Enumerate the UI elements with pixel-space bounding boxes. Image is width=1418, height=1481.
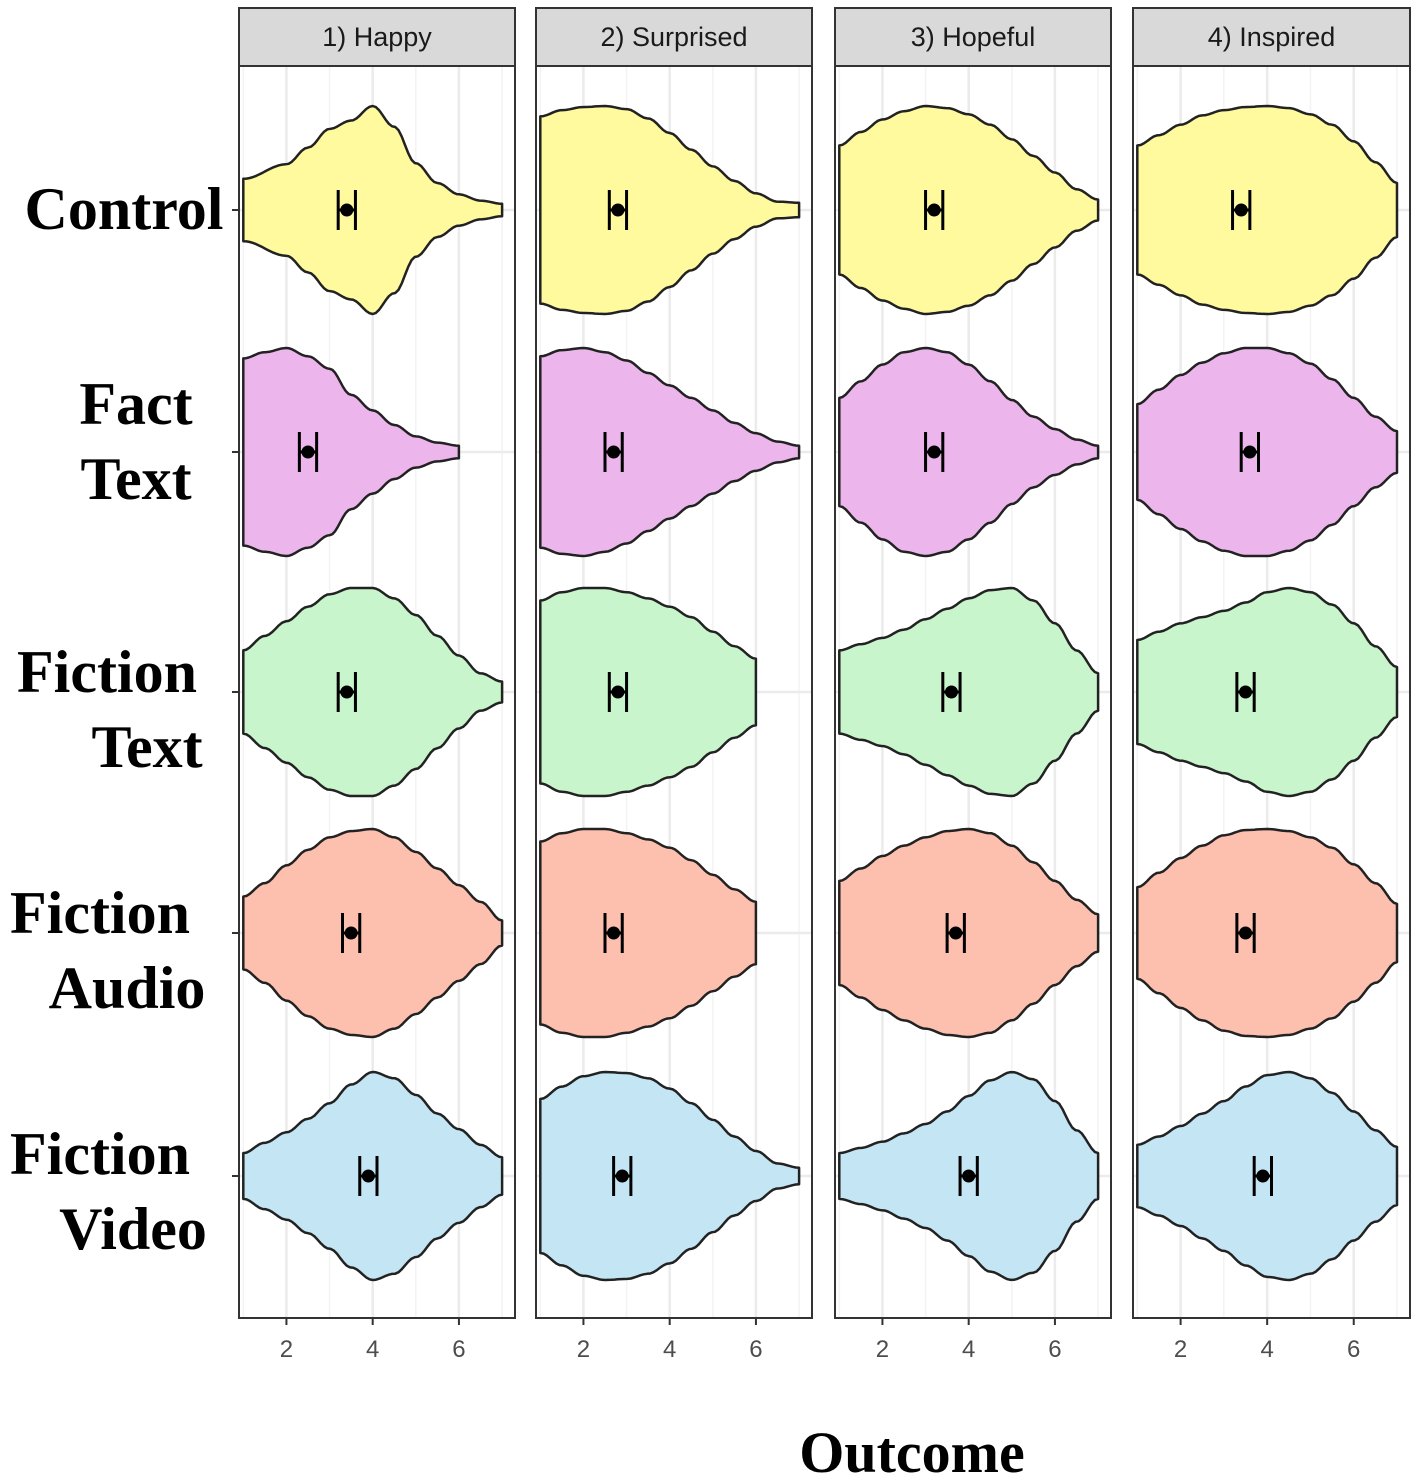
- mean-point: [927, 203, 941, 217]
- row-label-line: Video: [59, 1196, 207, 1262]
- x-tick-label: 4: [962, 1336, 975, 1363]
- mean-point: [962, 1169, 976, 1183]
- violin-2-2: [539, 346, 801, 558]
- mean-point: [1239, 685, 1253, 699]
- errorbar-3-5: [958, 1156, 979, 1196]
- row-label-line: Fact: [79, 371, 192, 437]
- row-label-line: Control: [25, 176, 224, 242]
- errorbar-2-4: [603, 913, 624, 953]
- violin-1-3: [242, 586, 504, 798]
- errorbar-1-2: [297, 432, 319, 472]
- errorbar-1-1: [336, 190, 357, 230]
- x-tick-label: 4: [663, 1336, 676, 1363]
- violin-2-4: [539, 827, 758, 1039]
- errorbar-2-3: [607, 672, 629, 712]
- row-label-line: Text: [80, 446, 191, 512]
- violin-3-4: [838, 827, 1100, 1039]
- facet-strip: [1132, 7, 1411, 67]
- mean-point: [615, 1169, 629, 1183]
- x-tick-label: 6: [1048, 1336, 1061, 1363]
- mean-point: [1234, 203, 1248, 217]
- errorbar-4-3: [1235, 672, 1256, 712]
- mean-point: [607, 926, 621, 940]
- errorbar-1-4: [341, 913, 362, 953]
- mean-point: [949, 926, 963, 940]
- mean-point: [1243, 445, 1257, 459]
- facet-label: 2) Surprised: [600, 22, 747, 52]
- errorbar-3-4: [945, 913, 966, 953]
- errorbar-1-5: [358, 1156, 379, 1196]
- x-tick-label: 6: [452, 1336, 465, 1363]
- x-axis-title: Outcome: [799, 1420, 1025, 1481]
- violin-4-1: [1136, 104, 1399, 316]
- panel-2: 2) Surprised 2 4 6: [535, 7, 813, 1363]
- violin-2-1: [539, 104, 801, 316]
- facet-label: 4) Inspired: [1208, 22, 1336, 52]
- errorbar-4-2: [1239, 432, 1261, 472]
- errorbar-2-2: [603, 432, 624, 472]
- x-tick-label: 4: [1260, 1336, 1273, 1363]
- panel-3: 3) Hopeful 2 4 6: [834, 7, 1112, 1363]
- errorbar-1-3: [336, 672, 357, 712]
- mean-point: [301, 445, 315, 459]
- violin-4-2: [1136, 346, 1399, 558]
- row-label-line: Fiction: [17, 639, 197, 705]
- row-label-line: Fiction: [10, 880, 190, 946]
- errorbar-3-2: [924, 432, 945, 472]
- mean-point: [340, 685, 354, 699]
- facet-strip: [535, 7, 813, 67]
- violin-2-3: [539, 586, 758, 798]
- mean-point: [611, 203, 625, 217]
- errorbar-2-1: [607, 190, 629, 230]
- x-tick-label: 2: [876, 1336, 889, 1363]
- errorbar-4-4: [1235, 913, 1256, 953]
- violin-3-2: [838, 346, 1100, 558]
- facet-label: 1) Happy: [322, 22, 432, 52]
- violin-1-4: [242, 827, 504, 1039]
- mean-point: [340, 203, 354, 217]
- row-label-line: Text: [91, 714, 202, 780]
- facet-strip: [834, 7, 1112, 67]
- mean-point: [344, 926, 358, 940]
- mean-point: [1256, 1169, 1270, 1183]
- x-tick-label: 2: [577, 1336, 590, 1363]
- x-tick-label: 6: [1347, 1336, 1360, 1363]
- errorbar-3-1: [924, 190, 945, 230]
- violin-2-5: [539, 1070, 801, 1282]
- mean-point: [611, 685, 625, 699]
- mean-point: [1239, 926, 1253, 940]
- x-tick-label: 2: [1174, 1336, 1187, 1363]
- panel-1: 1) Happy 2 4 6: [238, 7, 516, 1363]
- errorbar-2-5: [612, 1156, 633, 1196]
- violin-4-3: [1136, 586, 1399, 798]
- violin-3-1: [838, 104, 1100, 316]
- mean-point: [607, 445, 621, 459]
- errorbar-4-5: [1252, 1156, 1273, 1196]
- facet-strip: [238, 7, 516, 67]
- errorbar-3-3: [941, 672, 962, 712]
- mean-point: [927, 445, 941, 459]
- facet-label: 3) Hopeful: [911, 22, 1036, 52]
- mean-point: [944, 685, 958, 699]
- panel-4: 4) Inspired 2 4 6: [1132, 7, 1411, 1363]
- x-tick-label: 4: [366, 1336, 379, 1363]
- row-label-line: Audio: [49, 955, 206, 1021]
- x-tick-label: 6: [749, 1336, 762, 1363]
- row-label-1: Control: [25, 176, 224, 242]
- violin-1-1: [242, 104, 504, 316]
- row-label-line: Fiction: [10, 1121, 190, 1187]
- errorbar-4-1: [1231, 190, 1252, 230]
- violin-3-3: [838, 586, 1100, 798]
- x-tick-label: 2: [280, 1336, 293, 1363]
- violin-1-2: [242, 346, 461, 558]
- mean-point: [361, 1169, 375, 1183]
- violin-4-4: [1136, 827, 1399, 1039]
